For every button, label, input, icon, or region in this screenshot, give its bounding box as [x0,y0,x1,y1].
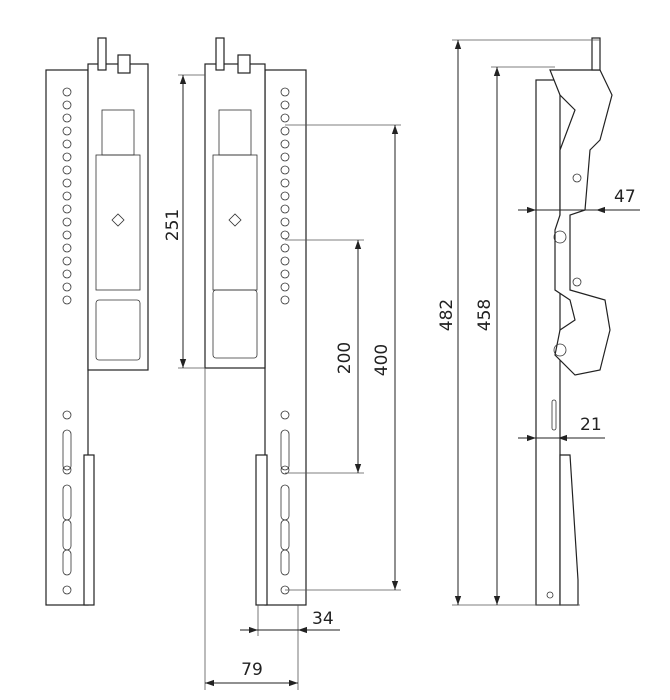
rail-hole [62,282,72,292]
dimension-482: 482 [437,39,600,606]
front-view-mounted [45,37,149,606]
rail-hole [280,113,290,123]
side-rail [535,79,561,606]
rail-hole [280,178,290,188]
side-hook [549,69,613,376]
rail-hole [62,152,72,162]
bolt [97,37,107,71]
rail-hole [62,191,72,201]
rail-hole [62,465,72,475]
rail-hole [62,100,72,110]
rail-slot [62,429,72,471]
dimension-458: 458 [475,66,555,605]
dimension-251: 251 [163,74,205,369]
rail-slot [62,549,72,576]
rail-hole [280,295,290,305]
dim-label: 200 [335,342,355,374]
rail-hole [280,230,290,240]
rail-hole [280,465,290,475]
dim-label: 482 [437,299,457,331]
dim-label: 47 [614,187,636,207]
rail-hole [280,139,290,149]
rail-hole [62,256,72,266]
rail-hole [62,126,72,136]
rail-hole [62,204,72,214]
rail-clip [255,454,268,606]
rail-hole [280,204,290,214]
rail-hole [280,191,290,201]
rail-hole [280,217,290,227]
bolt [237,54,251,74]
rail-hole [280,282,290,292]
front-view-dimensioned [204,37,307,606]
rail-hole [62,139,72,149]
rail-hole [62,295,72,305]
bolt [117,54,131,74]
dim-label: 34 [312,609,334,629]
rail-hole [280,243,290,253]
rail-hole [280,256,290,266]
rail-hole [62,410,72,420]
rail-hole [62,178,72,188]
rail-hole [280,87,290,97]
bracket-body [87,63,149,371]
dim-label: 21 [580,415,602,435]
rail-hole [280,126,290,136]
dimension-200: 200 [285,239,364,474]
rail-hole [62,585,72,595]
rail-clip [83,454,95,606]
rail-hole [62,87,72,97]
rail-hole [280,165,290,175]
rail-hole [280,100,290,110]
dimension-21: 21 [518,415,605,442]
dimension-34: 34 [240,605,340,636]
side-clip [559,454,579,606]
wall-rail [45,69,89,606]
side-view [535,37,613,606]
dimension-79: 79 [204,368,299,690]
rail-hole [280,269,290,279]
rail-hole [62,269,72,279]
rail-hole [62,217,72,227]
dimension-400: 400 [285,124,401,591]
bolt [215,37,225,71]
dim-label: 251 [163,209,183,241]
dim-label: 400 [372,344,392,376]
rail-holes [62,87,72,595]
dim-label: 458 [475,299,495,331]
bolt [591,37,601,71]
rail-hole [280,410,290,420]
rail-hole [62,243,72,253]
rail-hole [62,230,72,240]
rail-hole [62,165,72,175]
rail-holes [280,87,290,595]
bracket-body [204,63,266,369]
rail-slot [280,429,290,471]
dim-label: 79 [241,660,263,680]
rail-hole [62,113,72,123]
wall-rail [264,69,307,606]
rail-slot [280,549,290,576]
rail-hole [280,152,290,162]
dimension-47: 47 [518,187,640,214]
